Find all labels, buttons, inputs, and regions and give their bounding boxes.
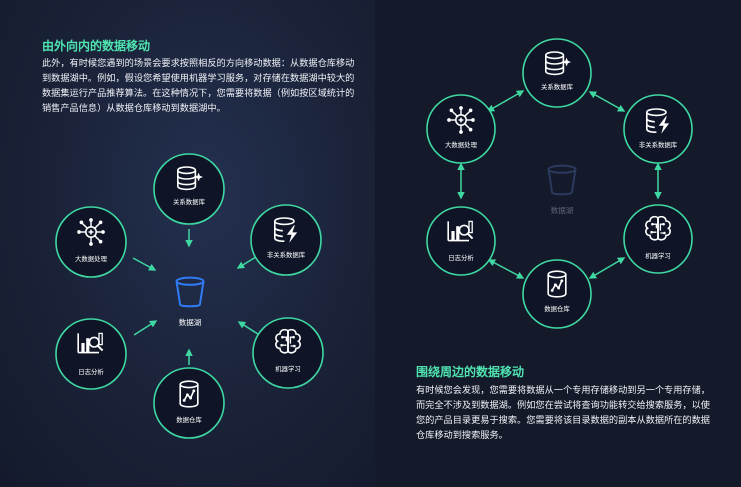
right-paragraph: 有时候您会发现，您需要将数据从一个专用存储移动到另一个专用存储，而完全不涉及到数… — [416, 385, 710, 441]
right-node-machine-learning: 机器学习 — [623, 204, 693, 274]
right-diagram: 数据湖 关系数据库 非关系数据库 机器学习 数据仓库 — [426, 38, 693, 329]
right-node-relational-db: 关系数据库 — [522, 38, 592, 108]
bucket-icon — [547, 164, 577, 196]
left-node-machine-learning: 机器学习 — [252, 317, 324, 389]
right-node-data-warehouse: 数据仓库 — [522, 259, 592, 329]
arrow-relational-nonrelational — [588, 91, 626, 112]
right-title: 围绕周边的数据移动 — [416, 365, 525, 379]
left-node-relational-db: 关系数据库 — [153, 153, 225, 225]
right-arrows — [457, 90, 662, 279]
right-node-label: 大数据处理 — [445, 140, 478, 149]
left-node-label: 数据仓库 — [176, 415, 202, 424]
arrow-bigdata-to-lake — [132, 257, 157, 271]
right-hub-label: 数据湖 — [551, 205, 574, 215]
right-node-log-analytics: 日志分析 — [426, 206, 496, 276]
right-node-nonrelational-db: 非关系数据库 — [623, 94, 693, 164]
arrow-ml-warehouse — [588, 257, 626, 279]
right-node-label: 关系数据库 — [541, 82, 574, 91]
left-diagram: 数据湖 关系数据库 非关系数据库 机器学习 数据仓库 — [55, 153, 324, 439]
bucket-icon — [175, 276, 205, 308]
left-node-label: 机器学习 — [275, 364, 301, 373]
right-node-label: 数据仓库 — [544, 304, 570, 313]
right-node-big-data: 大数据处理 — [426, 94, 496, 164]
left-arrows — [132, 229, 262, 365]
left-node-label: 日志分析 — [78, 367, 104, 376]
left-hub-data-lake: 数据湖 — [175, 276, 205, 327]
left-node-data-warehouse: 数据仓库 — [153, 367, 225, 439]
left-node-label: 关系数据库 — [173, 197, 206, 206]
left-hub-label: 数据湖 — [179, 317, 202, 327]
arrow-warehouse-logs — [487, 259, 525, 279]
left-node-label: 大数据处理 — [75, 254, 108, 263]
left-node-nonrelational-db: 非关系数据库 — [250, 204, 322, 276]
left-paragraph: 此外，有时候您遇到的场景会要求按照相反的方向移动数据：从数据仓库移动到数据湖中。… — [42, 58, 355, 114]
arrow-bigdata-relational — [486, 90, 525, 112]
left-node-log-analytics: 日志分析 — [55, 318, 127, 390]
right-node-label: 非关系数据库 — [639, 140, 678, 149]
left-node-label: 非关系数据库 — [267, 250, 306, 259]
left-title: 由外向内的数据移动 — [42, 39, 151, 53]
right-node-label: 机器学习 — [645, 251, 671, 260]
right-hub-data-lake: 数据湖 — [547, 164, 577, 215]
left-node-big-data: 大数据处理 — [55, 206, 127, 278]
arrow-ml-to-lake — [237, 321, 262, 337]
arrow-logs-to-lake — [133, 320, 158, 336]
right-node-label: 日志分析 — [448, 253, 474, 262]
